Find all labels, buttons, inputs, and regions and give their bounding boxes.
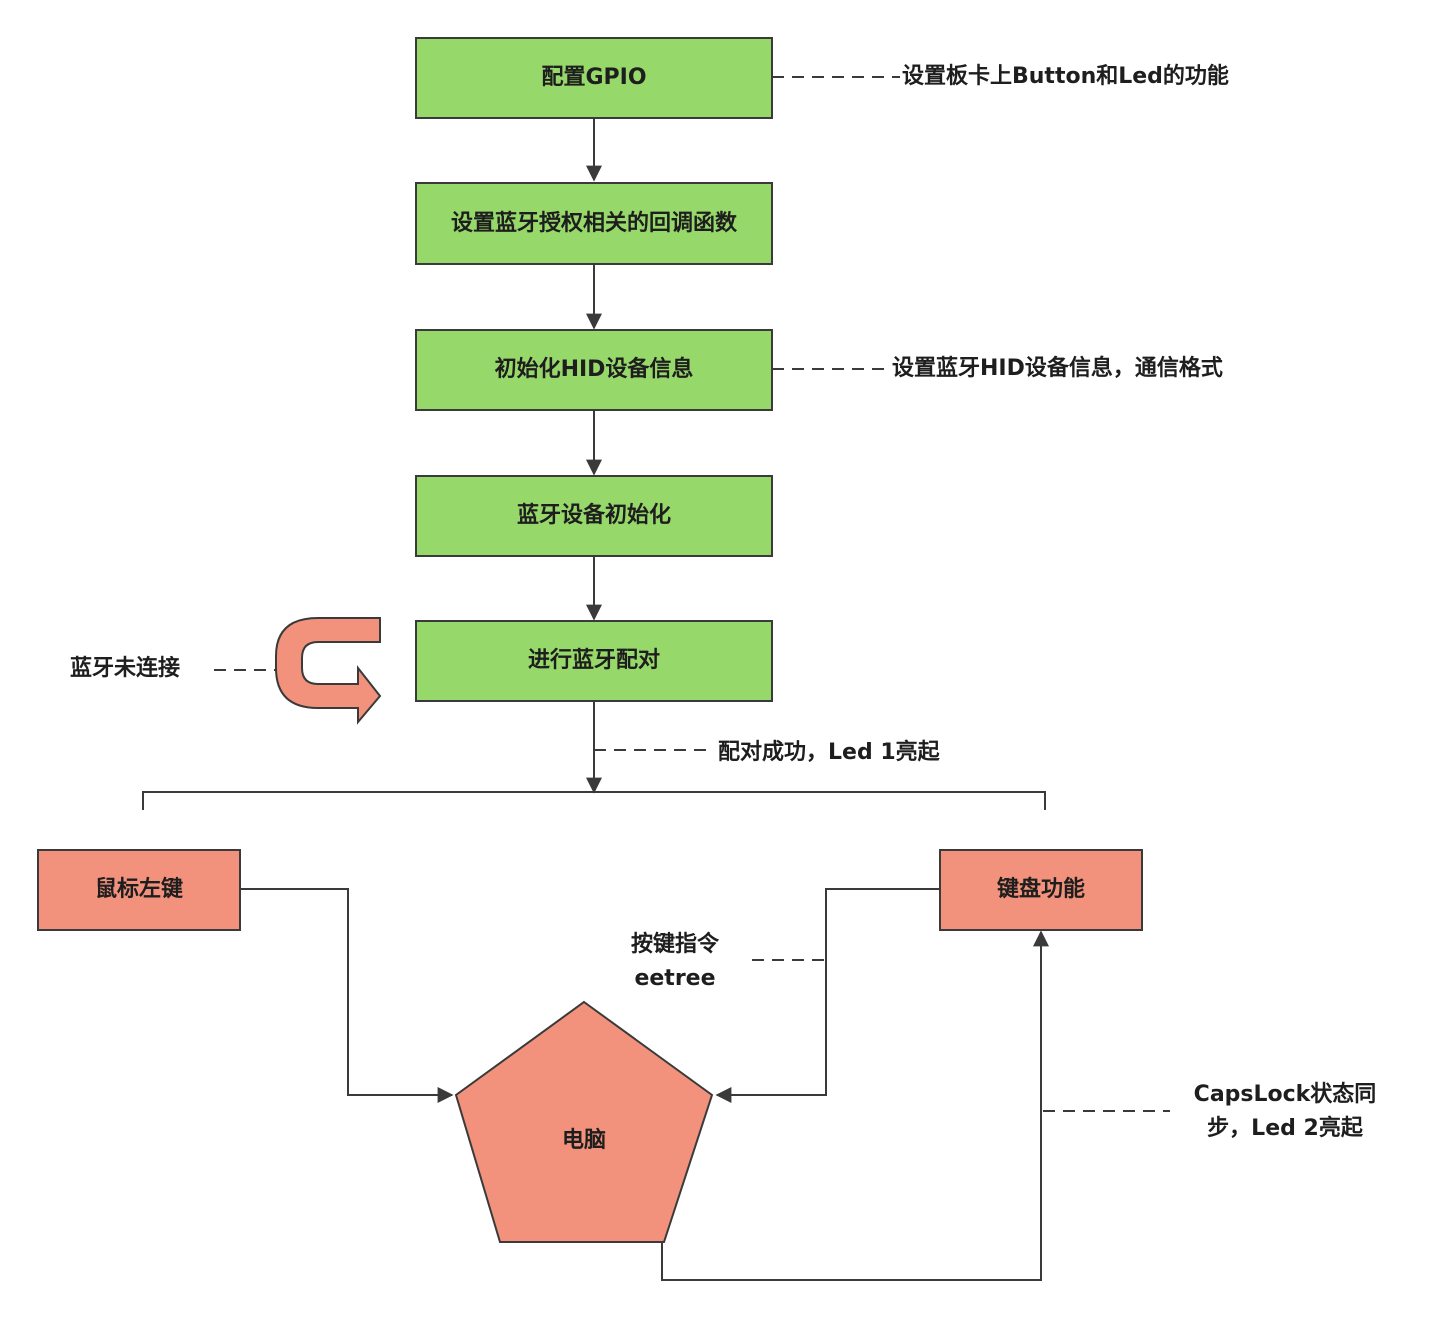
step-init-hid-info-label: 初始化HID设备信息 bbox=[494, 357, 694, 382]
step-bt-device-init[interactable]: 蓝牙设备初始化 bbox=[415, 475, 773, 557]
step-bt-auth-callbacks-label: 设置蓝牙授权相关的回调函数 bbox=[450, 210, 737, 236]
retry-u-turn-arrow bbox=[275, 617, 382, 725]
mouse-left-button-box[interactable]: 鼠标左键 bbox=[37, 849, 241, 931]
branch-bracket bbox=[142, 791, 1046, 810]
capslock-sync-line2: 步，Led 2亮起 bbox=[1207, 1116, 1363, 1141]
capslock-sync-note: CapsLock状态同 步，Led 2亮起 bbox=[1172, 1078, 1398, 1146]
capslock-sync-line1: CapsLock状态同 bbox=[1193, 1082, 1377, 1107]
keyboard-function-box[interactable]: 键盘功能 bbox=[939, 849, 1143, 931]
mouse-left-button-label: 鼠标左键 bbox=[94, 877, 183, 902]
key-command-note: 按键指令 eetree bbox=[600, 928, 750, 996]
gpio-note: 设置板卡上Button和Led的功能 bbox=[902, 64, 1229, 89]
keyboard-function-label: 键盘功能 bbox=[996, 877, 1085, 902]
step-bt-pairing[interactable]: 进行蓝牙配对 bbox=[415, 620, 773, 702]
arrow-mouse-to-computer bbox=[240, 888, 454, 1103]
step-config-gpio-label: 配置GPIO bbox=[541, 65, 647, 90]
computer-pentagon bbox=[454, 1000, 714, 1243]
hid-note: 设置蓝牙HID设备信息，通信格式 bbox=[892, 356, 1223, 381]
arrow-computer-to-keyboard bbox=[661, 930, 1049, 1281]
step-bt-pairing-label: 进行蓝牙配对 bbox=[527, 648, 660, 673]
step-config-gpio[interactable]: 配置GPIO bbox=[415, 37, 773, 119]
key-command-line2: eetree bbox=[634, 966, 716, 991]
step-bt-auth-callbacks[interactable]: 设置蓝牙授权相关的回调函数 bbox=[415, 182, 773, 265]
key-command-line1: 按键指令 bbox=[630, 932, 719, 957]
step-bt-device-init-label: 蓝牙设备初始化 bbox=[516, 503, 671, 528]
arrow-keyboard-to-computer bbox=[715, 888, 940, 1103]
step-init-hid-info[interactable]: 初始化HID设备信息 bbox=[415, 329, 773, 411]
pair-success-note: 配对成功，Led 1亮起 bbox=[718, 740, 940, 765]
not-connected-note: 蓝牙未连接 bbox=[70, 656, 181, 681]
computer-label: 电脑 bbox=[561, 1128, 606, 1153]
